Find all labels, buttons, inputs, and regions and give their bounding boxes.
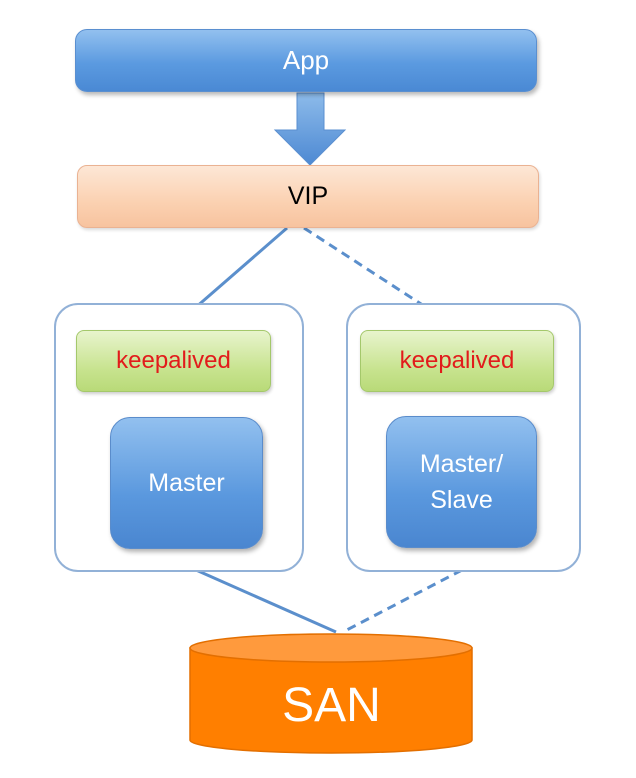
app-to-vip-arrow (273, 92, 347, 166)
vip-box: VIP (77, 165, 539, 228)
app-box: App (75, 29, 537, 92)
master-to-san-connector (195, 568, 337, 634)
slave-db-box: Master/ Slave (386, 416, 537, 548)
app-label: App (282, 45, 330, 75)
master-db-label: Master (148, 469, 225, 497)
slave-db-label: Master/ Slave (419, 450, 504, 514)
master-db-box: Master (110, 417, 263, 549)
slave-to-san-connector (342, 568, 463, 634)
san-box: SAN (190, 658, 473, 752)
slave-keepalived-box: keepalived (360, 330, 554, 392)
slave-keepalived-label: keepalived (399, 347, 515, 374)
vip-label: VIP (287, 182, 329, 210)
master-keepalived-box: keepalived (76, 330, 271, 392)
san-label: SAN (282, 678, 381, 732)
san-cylinder (189, 633, 473, 754)
master-keepalived-label: keepalived (116, 347, 231, 374)
